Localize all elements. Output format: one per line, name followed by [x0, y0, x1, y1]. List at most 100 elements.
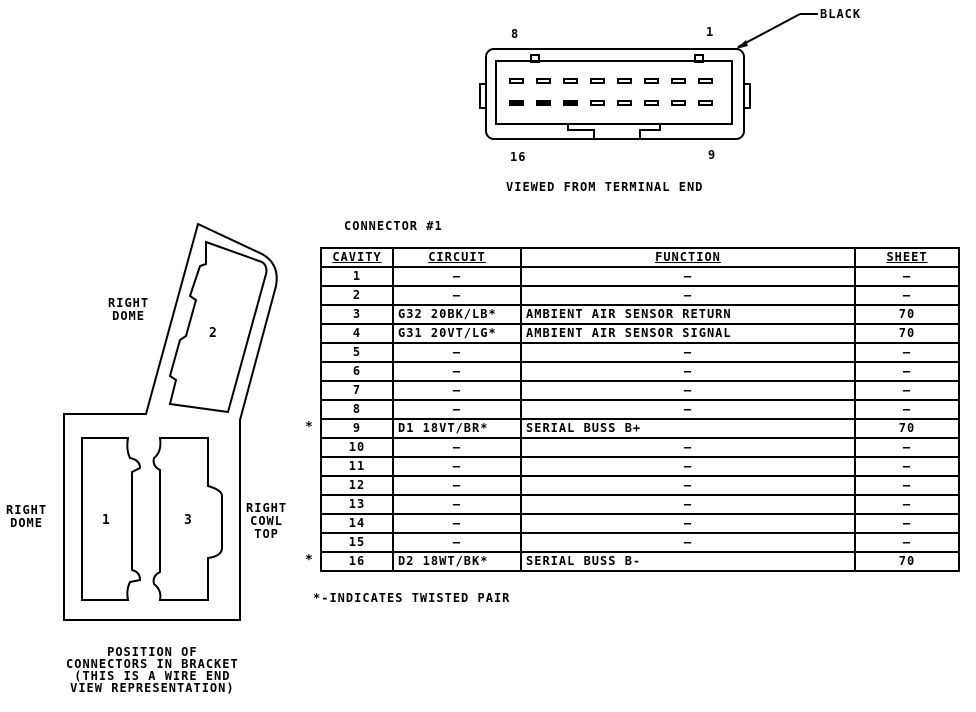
pin-16-label: 16 [510, 150, 527, 164]
cell-function: — [520, 438, 856, 458]
cell-circuit: G32 20BK/LB* [392, 305, 522, 325]
label-black: BLACK [820, 7, 862, 21]
cell-function: — [520, 400, 856, 420]
table-row: 7——— [320, 381, 960, 401]
header-circuit: CIRCUIT [392, 247, 522, 268]
cell-sheet: — [854, 400, 960, 420]
cell-sheet: — [854, 457, 960, 477]
terminal-view-caption: VIEWED FROM TERMINAL END [506, 180, 704, 194]
cell-function: SERIAL BUSS B- [520, 552, 856, 572]
cell-sheet: — [854, 381, 960, 401]
cell-function: — [520, 286, 856, 306]
cell-circuit: — [392, 362, 522, 382]
table-title: CONNECTOR #1 [344, 219, 443, 233]
cell-cavity: 2 [320, 286, 394, 306]
cell-sheet: — [854, 476, 960, 496]
table-row: 11——— [320, 457, 960, 477]
table-row: 8——— [320, 400, 960, 420]
cell-sheet: — [854, 267, 960, 287]
cell-sheet: — [854, 362, 960, 382]
pin-8-label: 8 [511, 27, 520, 41]
cell-function: SERIAL BUSS B+ [520, 419, 856, 439]
header-cavity: CAVITY [320, 247, 394, 268]
bracket-label-top: RIGHT DOME [108, 296, 150, 323]
cell-circuit: — [392, 457, 522, 477]
cell-function: AMBIENT AIR SENSOR RETURN [520, 305, 856, 325]
cell-cavity: 13 [320, 495, 394, 515]
cell-sheet: — [854, 495, 960, 515]
header-sheet: SHEET [854, 247, 960, 268]
cell-cavity: 4 [320, 324, 394, 344]
cell-sheet: — [854, 533, 960, 553]
cell-function: AMBIENT AIR SENSOR SIGNAL [520, 324, 856, 344]
bracket-slot-2: 2 [209, 326, 218, 341]
bracket-label-right: RIGHT COWL TOP [246, 501, 288, 541]
bracket-caption: POSITION OF CONNECTORS IN BRACKET (THIS … [66, 645, 239, 695]
table-row: 1——— [320, 267, 960, 287]
cell-circuit: — [392, 476, 522, 496]
cell-circuit: — [392, 267, 522, 287]
cell-circuit: — [392, 381, 522, 401]
cell-function: — [520, 533, 856, 553]
bracket-slot-1: 1 [102, 513, 111, 528]
cell-sheet: — [854, 286, 960, 306]
cell-circuit: G31 20VT/LG* [392, 324, 522, 344]
cell-sheet: 70 [854, 552, 960, 572]
cell-cavity: 10 [320, 438, 394, 458]
table-header-row: CAVITY CIRCUIT FUNCTION SHEET [320, 247, 960, 268]
cell-cavity: 5 [320, 343, 394, 363]
cell-function: — [520, 495, 856, 515]
cell-cavity: 14 [320, 514, 394, 534]
cell-sheet: 70 [854, 305, 960, 325]
cell-cavity: 15 [320, 533, 394, 553]
pin-1-label: 1 [706, 25, 715, 39]
cell-sheet: — [854, 514, 960, 534]
table-row: 15——— [320, 533, 960, 553]
bracket-slot-3: 3 [184, 513, 193, 528]
twisted-pair-star: * [305, 420, 314, 435]
cell-cavity: 6 [320, 362, 394, 382]
cell-function: — [520, 267, 856, 287]
twisted-pair-star: * [305, 553, 314, 568]
cell-cavity: 3 [320, 305, 394, 325]
cell-function: — [520, 362, 856, 382]
cell-circuit: — [392, 286, 522, 306]
cell-circuit: — [392, 514, 522, 534]
table-row: 10——— [320, 438, 960, 458]
table-row: 14——— [320, 514, 960, 534]
table-row: 12——— [320, 476, 960, 496]
cell-cavity: 12 [320, 476, 394, 496]
cell-circuit: D1 18VT/BR* [392, 419, 522, 439]
cell-sheet: 70 [854, 324, 960, 344]
cell-cavity: 16 [320, 552, 394, 572]
cell-function: — [520, 457, 856, 477]
bracket-label-left: RIGHT DOME [6, 503, 48, 530]
table-row: 6——— [320, 362, 960, 382]
cell-function: — [520, 381, 856, 401]
cell-function: — [520, 514, 856, 534]
cell-sheet: — [854, 438, 960, 458]
cell-function: — [520, 343, 856, 363]
cell-cavity: 9 [320, 419, 394, 439]
table-row: 2——— [320, 286, 960, 306]
cell-function: — [520, 476, 856, 496]
table-footnote: *-INDICATES TWISTED PAIR [313, 591, 511, 605]
cell-circuit: D2 18WT/BK* [392, 552, 522, 572]
cell-circuit: — [392, 438, 522, 458]
cell-sheet: 70 [854, 419, 960, 439]
cell-circuit: — [392, 495, 522, 515]
table-row: 5——— [320, 343, 960, 363]
cell-cavity: 1 [320, 267, 394, 287]
cell-cavity: 8 [320, 400, 394, 420]
header-function: FUNCTION [520, 247, 856, 268]
table-row: 13——— [320, 495, 960, 515]
cell-cavity: 7 [320, 381, 394, 401]
cell-circuit: — [392, 400, 522, 420]
cell-circuit: — [392, 343, 522, 363]
